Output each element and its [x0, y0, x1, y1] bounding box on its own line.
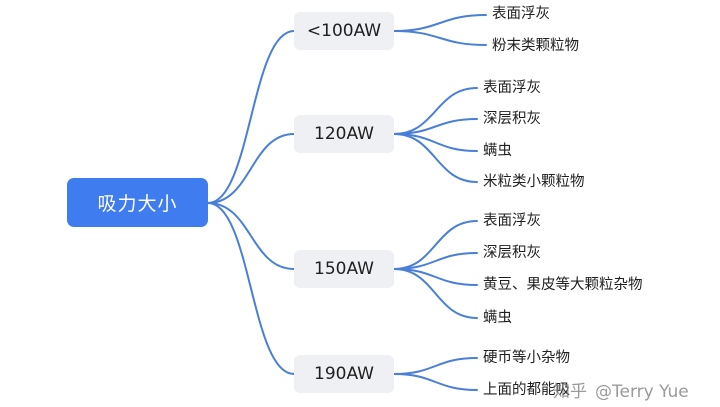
leaf-node[interactable]: 表面浮灰 [483, 213, 541, 229]
branch-label: 150AW [314, 259, 374, 279]
leaf-node[interactable]: 表面浮灰 [492, 6, 550, 22]
root-to-branch-connector [207, 202, 295, 270]
root-label: 吸力大小 [97, 193, 178, 215]
root-to-branch-connector [207, 202, 295, 375]
watermark-author: @Terry Yue [595, 382, 689, 402]
branch-label: 120AW [314, 124, 374, 144]
branch-node-150aw[interactable]: 150AW [294, 250, 394, 288]
branch-to-leaf-connector [393, 30, 487, 46]
branch-node-190aw[interactable]: 190AW [294, 355, 394, 393]
branch-to-leaf-connector [393, 14, 487, 32]
branch-to-leaf-connector [393, 357, 478, 375]
root-to-branch-connector [207, 30, 295, 204]
branch-to-leaf-connector [393, 268, 478, 319]
watermark: 知乎 @Terry Yue [553, 377, 689, 402]
root-node[interactable]: 吸力大小 [67, 178, 208, 227]
leaf-node[interactable]: 硬币等小杂物 [483, 350, 570, 366]
branch-node-120aw[interactable]: 120AW [294, 115, 394, 153]
leaf-node[interactable]: 螨虫 [483, 143, 512, 159]
branch-label: <100AW [306, 21, 382, 41]
branch-to-leaf-connector [393, 133, 478, 183]
leaf-node[interactable]: 表面浮灰 [483, 80, 541, 96]
branch-node-under-100aw[interactable]: <100AW [294, 12, 394, 50]
leaf-node[interactable]: 上面的都能吸 [483, 382, 570, 398]
leaf-node[interactable]: 深层积灰 [483, 245, 541, 261]
leaf-node[interactable]: 深层积灰 [483, 111, 541, 127]
branch-label: 190AW [314, 364, 374, 384]
root-to-branch-connector [207, 133, 295, 204]
leaf-node[interactable]: 螨虫 [483, 310, 512, 326]
branch-to-leaf-connector [393, 87, 478, 135]
branch-to-leaf-connector [393, 220, 478, 270]
zhihu-logo: 知乎 [553, 382, 587, 402]
branch-to-leaf-connector [393, 373, 478, 391]
leaf-node[interactable]: 米粒类小颗粒物 [483, 174, 585, 190]
leaf-node[interactable]: 黄豆、果皮等大颗粒杂物 [483, 277, 643, 293]
leaf-node[interactable]: 粉末类颗粒物 [492, 38, 579, 54]
